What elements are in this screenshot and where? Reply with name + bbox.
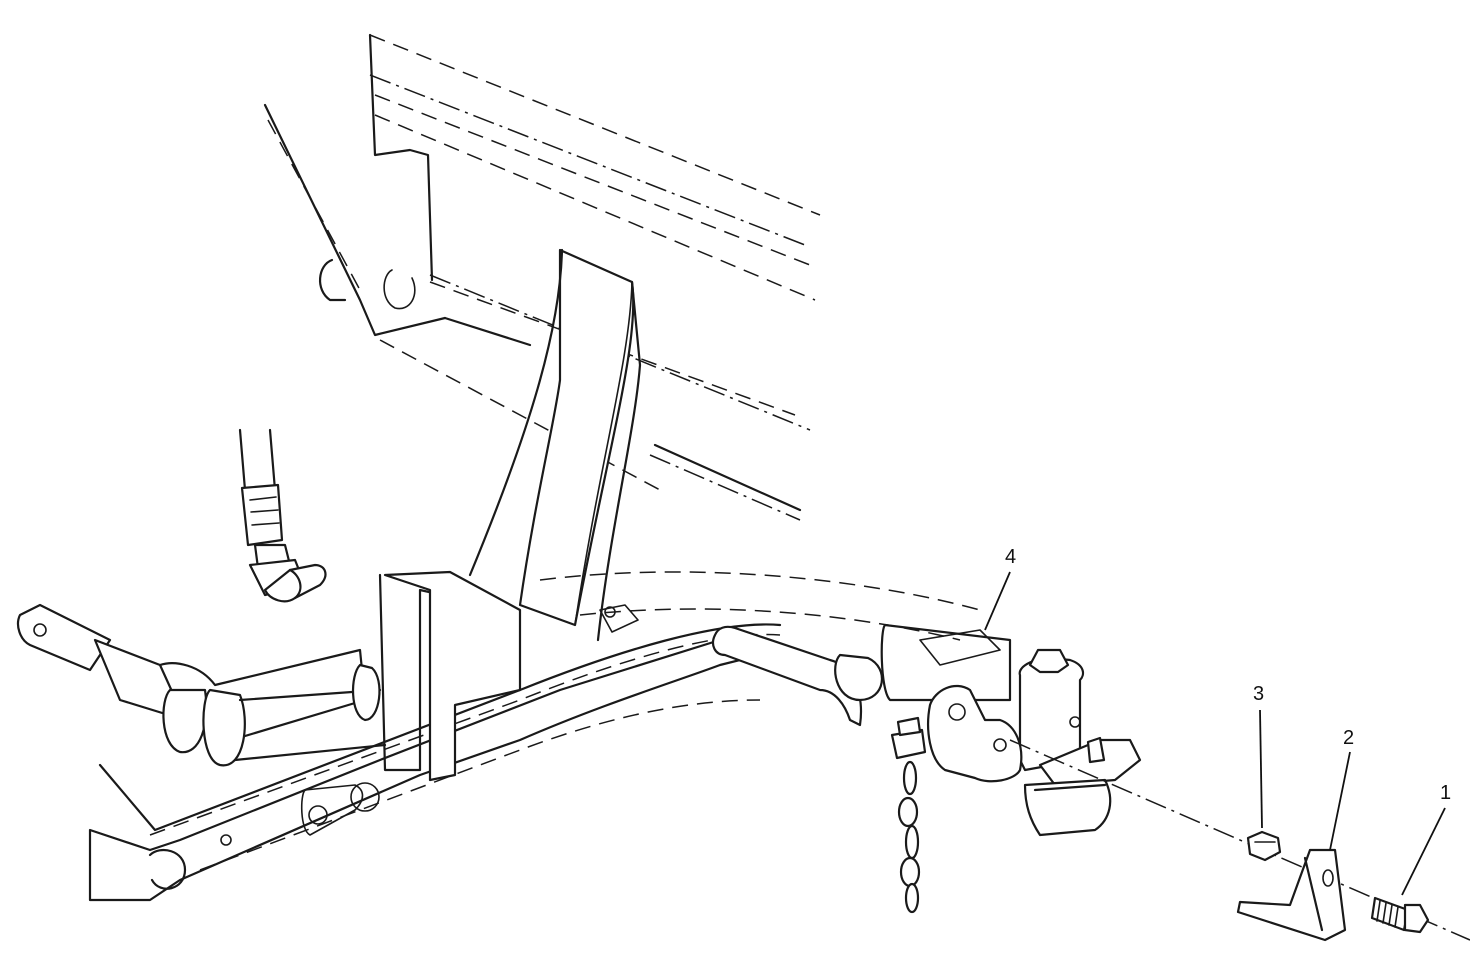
callout-label-2: 2: [1343, 727, 1354, 749]
callout-4: 4: [984, 546, 1016, 631]
callout-label-3: 3: [1253, 683, 1264, 705]
callout-2: 2: [1329, 727, 1354, 851]
callout-3: 3: [1253, 683, 1264, 829]
bracket: [1236, 848, 1347, 942]
callout-1: 1: [1401, 782, 1451, 896]
spindle-assembly: [16, 603, 387, 767]
callout-label-4: 4: [1005, 546, 1016, 568]
hitch-receiver: [1018, 648, 1142, 837]
hydraulic-hose: [238, 428, 327, 603]
main-frame-rail: [88, 570, 981, 902]
bolt: [1370, 896, 1430, 934]
clevis-plate: [927, 684, 1023, 783]
vertical-frame-member: [468, 248, 642, 642]
upper-body-outline: [263, 33, 821, 521]
safety-chain: [890, 716, 927, 914]
callout-label-1: 1: [1440, 782, 1451, 804]
nut: [1246, 830, 1282, 862]
